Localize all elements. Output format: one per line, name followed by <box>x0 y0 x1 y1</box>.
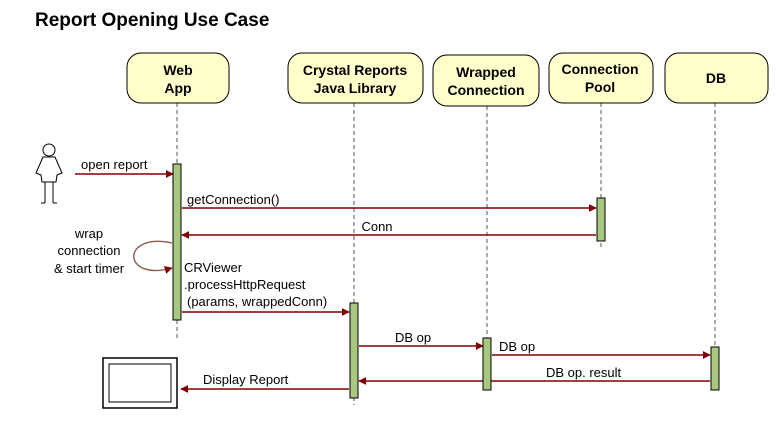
participant-connection-pool: Connection Pool <box>548 52 654 104</box>
participant-web-app: Web App <box>126 52 230 104</box>
activation-web-app <box>172 163 182 321</box>
wrap-note-line1: wrap <box>74 226 103 241</box>
participant-web-app-line2: App <box>164 80 191 96</box>
participant-connection-pool-line1: Connection <box>562 61 639 77</box>
participant-wrapped-connection: Wrapped Connection <box>432 54 540 107</box>
user-actor-icon <box>35 143 63 204</box>
message-conn-label: Conn <box>361 219 392 234</box>
diagram-title: Report Opening Use Case <box>35 10 269 31</box>
wrap-note-line3: & start timer <box>54 261 125 276</box>
message-get-connection: getConnection() <box>182 192 597 212</box>
message-display-report-label: Display Report <box>203 372 289 387</box>
message-conn: Conn <box>181 219 596 239</box>
process-request-line2: .processHttpRequest <box>184 277 306 292</box>
message-get-connection-label: getConnection() <box>187 192 280 207</box>
participant-wrapped-connection-line2: Connection <box>448 82 525 98</box>
activation-db <box>710 346 720 391</box>
message-db-op-2-label: DB op <box>499 339 535 354</box>
display-screen-icon <box>102 357 178 409</box>
participant-wrapped-connection-line1: Wrapped <box>456 64 516 80</box>
participant-connection-pool-line2: Pool <box>585 79 615 95</box>
message-process-http-request: CRViewer .processHttpRequest (params, wr… <box>182 260 350 316</box>
message-open-report: open report <box>75 157 174 178</box>
message-db-op-result: DB op. result <box>358 365 710 385</box>
participant-web-app-line1: Web <box>163 62 192 78</box>
message-db-op-1-label: DB op <box>395 330 431 345</box>
participant-crystal-reports-line2: Java Library <box>314 80 397 96</box>
wrap-note-line2: connection <box>58 243 121 258</box>
process-request-line3: (params, wrappedConn) <box>187 294 327 309</box>
participant-db-label: DB <box>706 70 726 86</box>
message-open-report-label: open report <box>81 157 148 172</box>
message-db-op-1: DB op <box>359 330 484 350</box>
activation-crystal-reports <box>349 302 359 399</box>
activation-connection-pool <box>596 197 606 242</box>
self-message-wrap-connection: wrap connection & start timer <box>54 226 173 276</box>
process-request-line1: CRViewer <box>184 260 243 275</box>
participant-db: DB <box>664 52 769 104</box>
participant-crystal-reports-line1: Crystal Reports <box>303 62 407 78</box>
message-db-op-2: DB op <box>492 339 711 359</box>
participant-crystal-reports: Crystal Reports Java Library <box>287 52 424 104</box>
message-db-op-result-label: DB op. result <box>546 365 622 380</box>
message-display-report: Display Report <box>180 372 349 393</box>
activation-wrapped-connection <box>482 337 492 391</box>
